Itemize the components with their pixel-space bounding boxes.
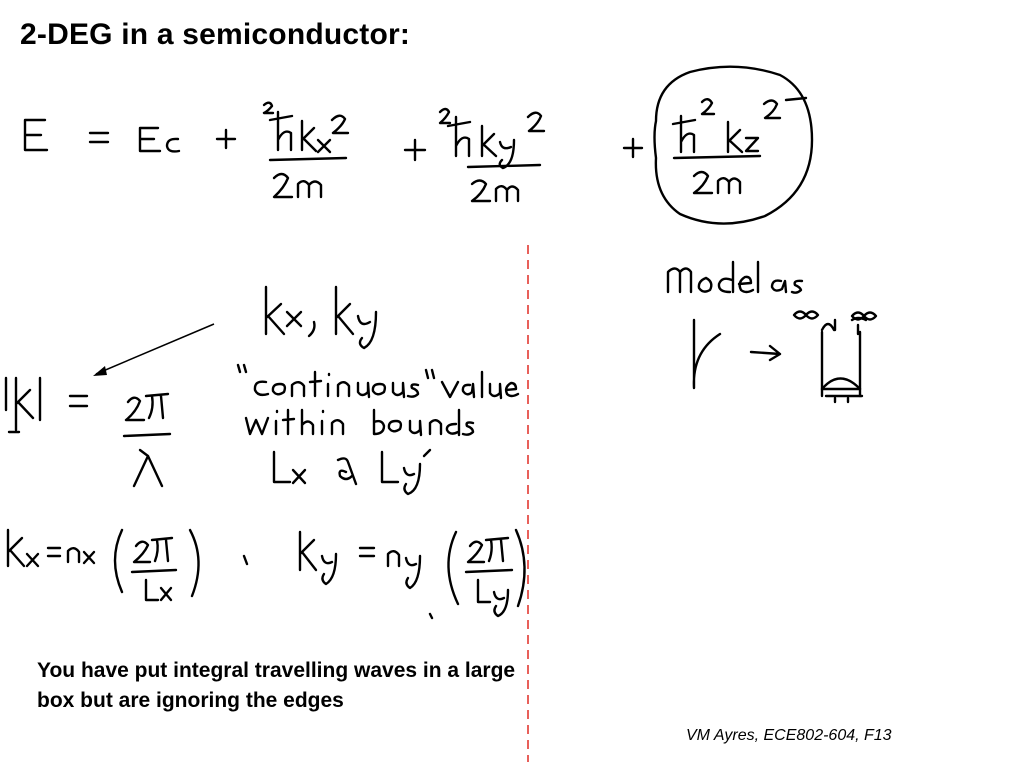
pointer-arrowhead: [93, 366, 107, 376]
pointer-arrow-line: [95, 323, 215, 375]
energy-equation-ink: [23, 65, 814, 225]
slide-note: You have put integral travelling waves i…: [37, 659, 516, 712]
kx-ky-ink: [264, 285, 378, 350]
slide-title: 2-DEG in a semiconductor:: [20, 18, 411, 51]
k-magnitude-ink: [4, 376, 172, 488]
quantization-ink: [6, 528, 526, 620]
continuous-note-ink: [236, 363, 520, 496]
slide-footer: VM Ayres, ECE802-604, F13: [686, 727, 892, 744]
model-as-ink: [666, 260, 878, 404]
